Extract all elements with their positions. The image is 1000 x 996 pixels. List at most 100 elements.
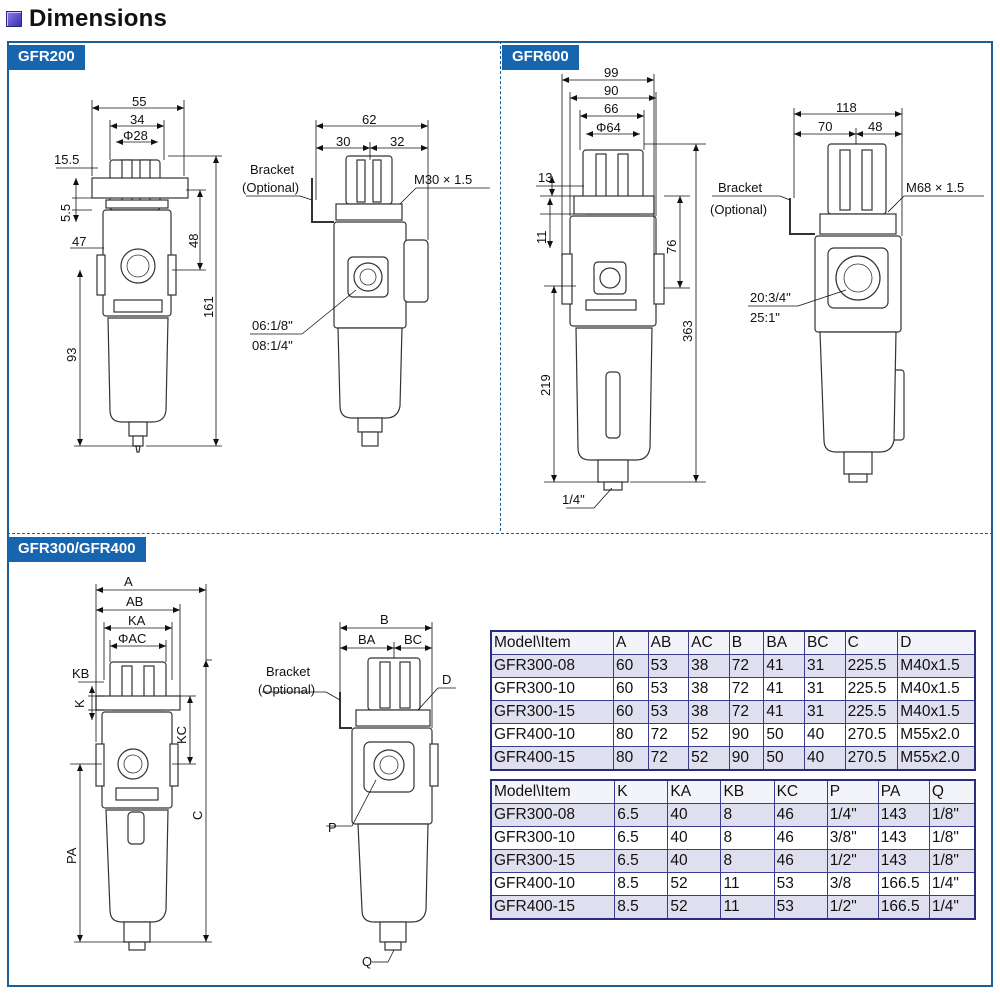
port-06: 06:1/8"	[252, 318, 293, 333]
table-cell: 38	[688, 677, 730, 701]
table-cell: 80	[612, 746, 649, 771]
dim-pa: PA	[64, 847, 79, 864]
table-cell: 6.5	[614, 826, 669, 850]
table-cell: 11	[720, 895, 775, 920]
dim-d: D	[442, 672, 451, 687]
dim-48b: 48	[868, 119, 882, 134]
dim-bc: BC	[404, 632, 422, 647]
table-cell: 8.5	[614, 872, 669, 896]
dim-55: 55	[132, 94, 146, 109]
table-cell: 60	[612, 654, 649, 678]
port-20: 20:3/4"	[750, 290, 791, 305]
port-25: 25:1"	[750, 310, 780, 325]
table-cell: AB	[647, 630, 690, 655]
table-cell: 41	[763, 700, 805, 724]
table-cell: 1/8"	[928, 803, 976, 827]
table-cell: 46	[773, 803, 828, 827]
table-cell: 53	[773, 872, 828, 896]
dim-219: 219	[538, 374, 553, 396]
table-cell: 3/8	[826, 872, 879, 896]
dim-a: A	[124, 574, 133, 589]
table-cell: 1/2"	[826, 849, 879, 873]
thread-m68: M68 × 1.5	[906, 180, 964, 195]
dim-phi28: Φ28	[123, 128, 148, 143]
table-cell: D	[897, 630, 976, 655]
table-cell: C	[844, 630, 899, 655]
dim-363: 363	[680, 320, 695, 342]
dim-b: B	[380, 612, 389, 627]
dim-phi64: Φ64	[596, 120, 621, 135]
table-cell: 46	[773, 849, 828, 873]
table-cell: 225.5	[844, 677, 899, 701]
table-cell: BA	[763, 630, 805, 655]
dim-118: 118	[836, 100, 857, 115]
table-cell: GFR300-08	[490, 654, 614, 678]
dim-13: 13	[538, 170, 552, 185]
optional-label-300: (Optional)	[258, 682, 315, 697]
table-cell: 1/4"	[928, 895, 976, 920]
table-cell: 41	[763, 654, 805, 678]
table-cell: 1/2"	[826, 895, 879, 920]
gfr600-front-view	[561, 149, 665, 491]
dim-99: 99	[604, 65, 618, 80]
table-cell: 38	[688, 700, 730, 724]
bracket-label: Bracket	[250, 162, 294, 177]
table-cell: AC	[688, 630, 730, 655]
dim-c: C	[190, 811, 205, 820]
optional-label-600: (Optional)	[710, 202, 767, 217]
table-cell: 8	[720, 826, 775, 850]
table-cell: 1/8"	[928, 849, 976, 873]
table-cell: 41	[763, 677, 805, 701]
dim-quarter: 1/4"	[562, 492, 585, 507]
table-cell: GFR400-15	[490, 746, 614, 771]
table-cell: Q	[928, 779, 976, 804]
page-title: Dimensions	[29, 5, 168, 32]
table-cell: KB	[720, 779, 775, 804]
table-cell: GFR300-10	[490, 677, 614, 701]
table-cell: M55x2.0	[897, 723, 976, 747]
table-cell: 143	[877, 849, 930, 873]
table-cell: GFR400-15	[490, 895, 616, 920]
table-cell: P	[826, 779, 879, 804]
table-cell: 72	[647, 746, 690, 771]
dim-q: Q	[362, 954, 372, 969]
bracket-label-300: Bracket	[266, 664, 310, 679]
table-cell: PA	[877, 779, 930, 804]
table-cell: 80	[612, 723, 649, 747]
table-cell: 1/4"	[928, 872, 976, 896]
table-cell: GFR300-15	[490, 849, 616, 873]
dim-32: 32	[390, 134, 404, 149]
dim-11: 11	[534, 231, 549, 245]
table-cell: M40x1.5	[897, 654, 976, 678]
tab-gfr600: GFR600	[502, 45, 579, 70]
table-cell: 11	[720, 872, 775, 896]
dim-161: 161	[201, 296, 216, 318]
table-cell: M55x2.0	[897, 746, 976, 771]
table-cell: GFR300-08	[490, 803, 616, 827]
tab-gfr200: GFR200	[8, 45, 85, 70]
table-cell: 40	[667, 849, 722, 873]
dim-70: 70	[818, 119, 832, 134]
table-cell: 8.5	[614, 895, 669, 920]
dim-93: 93	[64, 348, 79, 362]
table-cell: KA	[667, 779, 722, 804]
table-cell: 40	[667, 803, 722, 827]
optional-label: (Optional)	[242, 180, 299, 195]
dim-kb: KB	[72, 666, 89, 681]
table-cell: KC	[773, 779, 828, 804]
table-cell: 166.5	[877, 895, 930, 920]
table-cell: 31	[803, 654, 846, 678]
divider-horizontal	[7, 533, 993, 534]
dim-90: 90	[604, 83, 618, 98]
square-bullet-icon	[6, 11, 22, 27]
table-cell: 40	[667, 826, 722, 850]
table-cell: 31	[803, 700, 846, 724]
gfr200-front-view	[91, 159, 189, 453]
